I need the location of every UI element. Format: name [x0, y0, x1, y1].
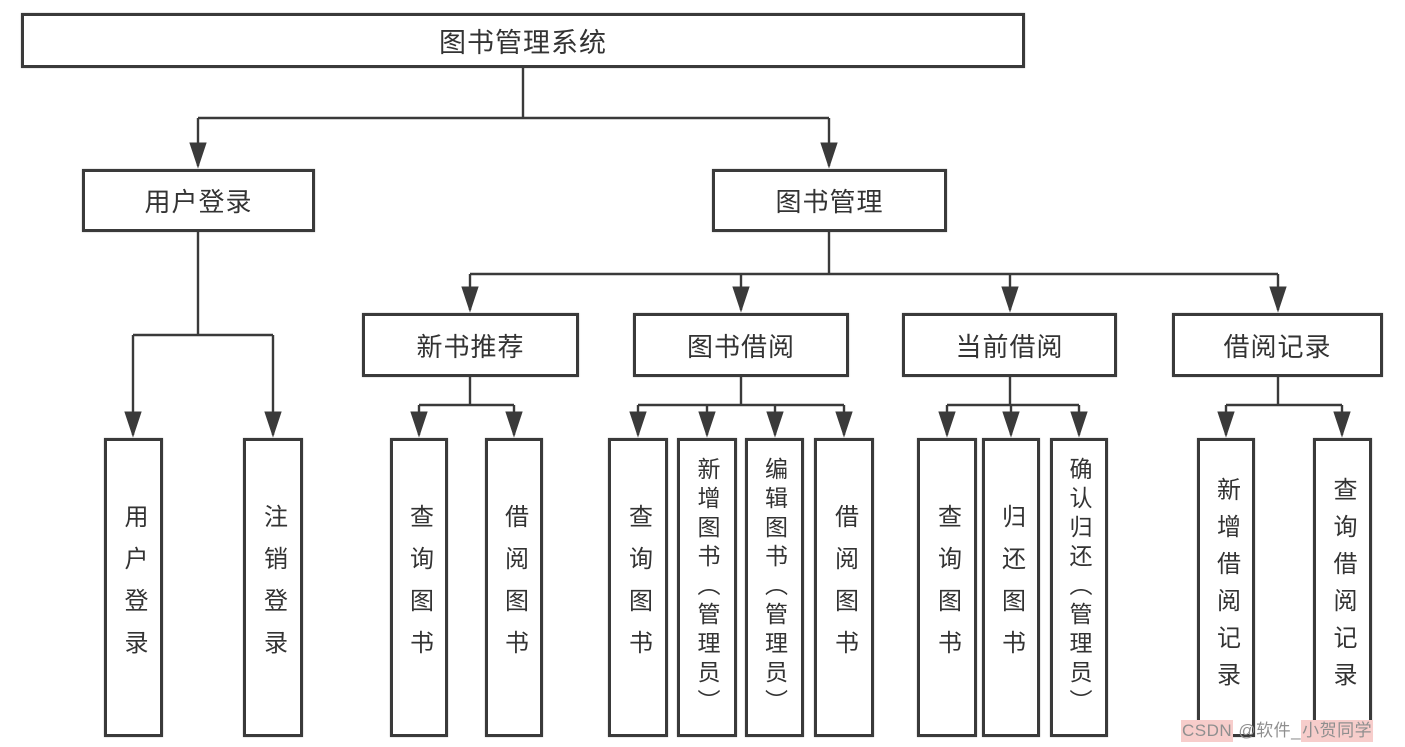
- node-bb-edit-books-admin: 编辑图书（管理员）: [745, 438, 804, 737]
- node-bb-query-books: 查询图书: [608, 438, 668, 737]
- watermark-username: 小贺同学: [1301, 720, 1374, 742]
- node-leaf-user-login: 用户登录: [104, 438, 163, 737]
- node-new-book-recommend: 新书推荐: [362, 313, 579, 377]
- node-br-add-record: 新增借阅记录: [1197, 438, 1255, 737]
- node-bb-borrow-books: 借阅图书: [814, 438, 874, 737]
- node-cb-query-books: 查询图书: [917, 438, 977, 737]
- node-book-management: 图书管理: [712, 169, 947, 232]
- node-rec-query-books: 查询图书: [390, 438, 448, 737]
- node-br-query-record: 查询借阅记录: [1313, 438, 1372, 737]
- csdn-watermark: CSDN @软件_小贺同学: [1181, 716, 1374, 742]
- node-rec-borrow-books: 借阅图书: [485, 438, 543, 737]
- node-cb-confirm-return-admin: 确认归还（管理员）: [1050, 438, 1108, 737]
- node-root-system: 图书管理系统: [21, 13, 1025, 68]
- node-bb-add-books-admin: 新增图书（管理员）: [677, 438, 737, 737]
- watermark-handle: @软件_: [1233, 721, 1302, 740]
- node-current-borrow: 当前借阅: [902, 313, 1117, 377]
- node-borrow-records: 借阅记录: [1172, 313, 1383, 377]
- node-book-borrow: 图书借阅: [633, 313, 849, 377]
- node-cb-return-books: 归还图书: [982, 438, 1040, 737]
- node-user-login: 用户登录: [82, 169, 315, 232]
- node-leaf-logout: 注销登录: [243, 438, 303, 737]
- watermark-site: CSDN: [1181, 720, 1234, 742]
